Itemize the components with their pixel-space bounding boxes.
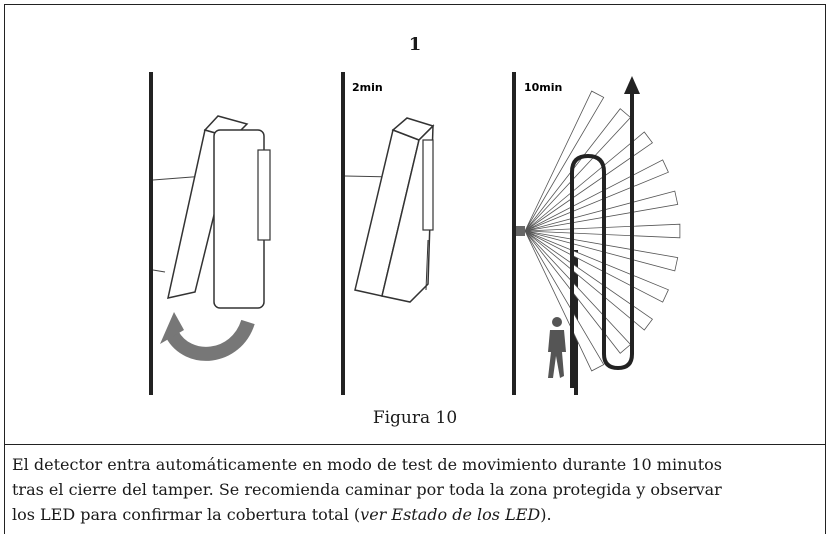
detection-beam	[524, 90, 605, 232]
body-line-3-suffix: ).	[540, 505, 552, 524]
panel-1-install	[149, 72, 271, 395]
body-line-3: los LED para confirmar la cobertura tota…	[12, 502, 824, 527]
wall-line	[149, 72, 153, 395]
rotate-arrow-icon	[160, 312, 255, 361]
wall-line	[512, 72, 516, 395]
figure-number: 1	[408, 34, 422, 55]
detector-device-icon	[152, 115, 271, 309]
body-line-1: El detector entra automáticamente en mod…	[12, 455, 722, 474]
detection-beam	[524, 230, 669, 303]
detection-beam	[524, 159, 669, 232]
detection-beam	[524, 230, 653, 331]
panel-label-10min: 10min	[524, 81, 562, 94]
panel-label-2min: 2min	[352, 81, 383, 94]
wall-line	[341, 72, 345, 395]
detection-beam	[524, 190, 679, 232]
body-line-2: tras el cierre del tamper. Se recomienda…	[12, 480, 722, 499]
detection-beam	[524, 131, 653, 232]
figure-illustration: 2min 10min	[149, 72, 681, 395]
up-arrow-icon	[624, 76, 640, 94]
panel-2-closed: 2min	[341, 72, 435, 395]
body-line-3-prefix: los LED para confirmar la cobertura tota…	[12, 505, 361, 524]
detection-fan	[524, 90, 681, 372]
divider	[4, 444, 826, 445]
detection-beam	[524, 230, 605, 372]
figure-frame	[4, 4, 826, 534]
panel-3-walk-test: 10min	[512, 72, 681, 395]
walking-person-icon	[548, 317, 566, 378]
detection-beam	[524, 230, 679, 272]
body-paragraph: El detector entra automáticamente en mod…	[12, 452, 824, 527]
figure-caption: Figura 10	[372, 408, 458, 428]
led-status-reference[interactable]: ver Estado de los LED	[360, 505, 541, 524]
detector-sensor	[516, 226, 525, 236]
walk-path	[570, 92, 634, 388]
detector-device-icon	[344, 117, 435, 303]
